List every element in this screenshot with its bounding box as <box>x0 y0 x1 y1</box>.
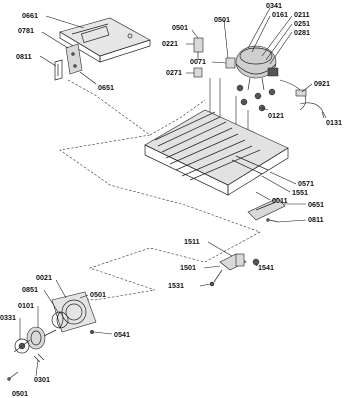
part-label-1531: 1531 <box>168 281 184 290</box>
part-label-0281: 0281 <box>294 28 310 37</box>
screw-0811-right <box>266 218 279 223</box>
part-label-0651-right: 0651 <box>308 200 324 209</box>
leader-lines <box>19 7 325 377</box>
screws-0301 <box>33 353 45 363</box>
fan-motor-0101 <box>26 326 57 350</box>
part-label-1501: 1501 <box>180 263 196 272</box>
part-label-0011: 0011 <box>272 196 288 205</box>
part-label-0501-a: 0501 <box>172 23 188 32</box>
part-label-0251: 0251 <box>294 19 310 28</box>
part-label-0661: 0661 <box>22 11 38 20</box>
assembly-path-line <box>59 79 261 301</box>
screw-0501-bottom <box>7 371 19 381</box>
part-label-1511: 1511 <box>184 237 200 246</box>
bracket-0781 <box>65 43 83 75</box>
part-label-0131: 0131 <box>326 118 342 127</box>
part-label-0101: 0101 <box>18 301 34 310</box>
part-label-0851: 0851 <box>22 285 38 294</box>
part-label-0501-c: 0501 <box>90 290 106 299</box>
bracket-0811-top <box>54 59 63 81</box>
condenser-coil-rows <box>154 111 261 181</box>
part-label-0571: 0571 <box>298 179 314 188</box>
cord-0131 <box>299 102 327 119</box>
screw-0541 <box>89 329 95 335</box>
bracket-0651-right <box>247 197 286 221</box>
part-label-0271: 0271 <box>166 68 182 77</box>
part-label-0781: 0781 <box>18 26 34 35</box>
part-label-0221: 0221 <box>162 39 178 48</box>
mounting-clip-0221 <box>193 37 204 60</box>
clip-0071 <box>225 57 236 69</box>
part-label-0211: 0211 <box>294 10 310 19</box>
base-pan-condenser <box>144 109 289 196</box>
part-label-0921: 0921 <box>314 79 330 88</box>
harness-0921 <box>279 79 307 111</box>
part-label-0501-b: 0501 <box>214 15 230 24</box>
part-label-0161: 0161 <box>272 10 288 19</box>
part-label-0071: 0071 <box>190 57 206 66</box>
clip-0271 <box>193 67 203 78</box>
part-label-0331: 0331 <box>0 313 16 322</box>
compressor-0341 <box>235 45 279 91</box>
relay-bracket-1511 <box>209 253 260 287</box>
part-label-0811-top: 0811 <box>16 52 32 61</box>
part-labels: 0661 0781 0811 0651 0501 0221 0501 0341 … <box>0 1 342 398</box>
fan-blade-0851 <box>51 311 69 329</box>
part-label-0021: 0021 <box>36 273 52 282</box>
part-label-0501-d: 0501 <box>12 389 28 398</box>
part-label-0651-top: 0651 <box>98 83 114 92</box>
part-label-1541: 1541 <box>258 263 274 272</box>
part-label-1551: 1551 <box>292 188 308 197</box>
motor-bracket-0331 <box>13 338 31 354</box>
part-label-0301: 0301 <box>34 375 50 384</box>
part-label-0121: 0121 <box>268 111 284 120</box>
compressor-grommets <box>236 84 276 112</box>
fan-shroud-0021 <box>51 291 97 333</box>
part-label-0341: 0341 <box>266 1 282 10</box>
part-label-0811-right: 0811 <box>308 215 324 224</box>
part-label-0541: 0541 <box>114 330 130 339</box>
